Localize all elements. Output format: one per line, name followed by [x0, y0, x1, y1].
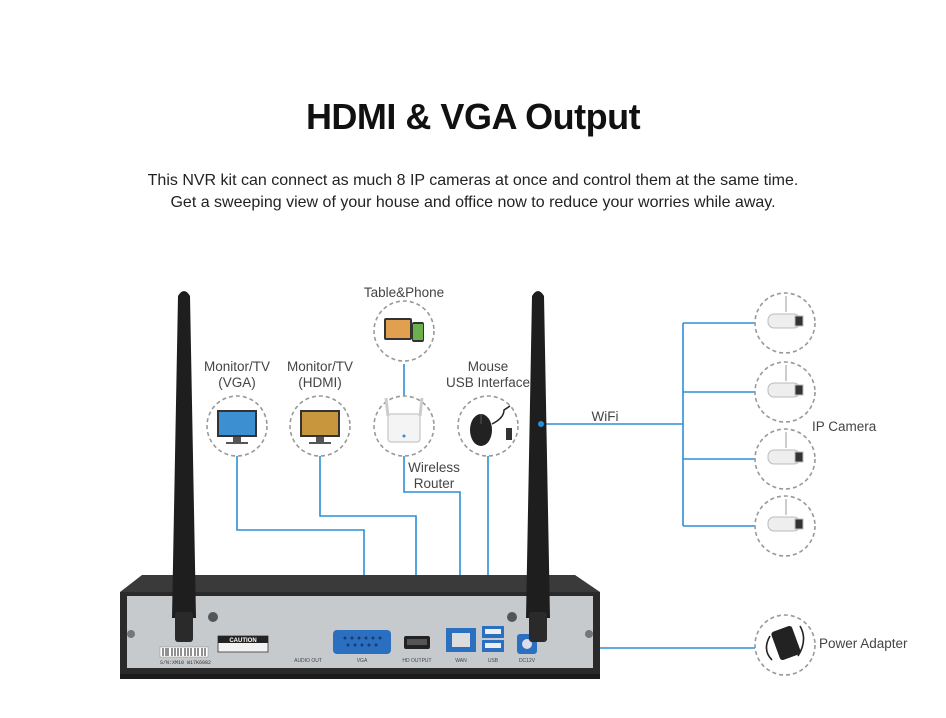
label-power-adapter: Power Adapter	[819, 636, 908, 651]
router-icon	[384, 397, 424, 443]
monitor-hdmi-icon	[300, 410, 340, 444]
monitor-vga-icon	[217, 410, 257, 444]
vga-port	[333, 630, 391, 654]
label-router-2: Router	[413, 476, 455, 491]
port-label-vga: VGA	[357, 658, 368, 664]
camera-icons	[767, 296, 804, 532]
label-wifi: WiFi	[591, 409, 619, 424]
camera-icon-4	[767, 499, 804, 532]
label-monitor-hdmi-1: Monitor/TV	[286, 359, 354, 374]
power-adapter-icon	[765, 625, 805, 661]
label-monitor-hdmi-2: (HDMI)	[298, 375, 342, 390]
serial-sticker	[159, 646, 209, 658]
label-mouse-1: Mouse	[467, 359, 509, 374]
label-tablet-phone: Table&Phone	[363, 285, 445, 300]
camera-icon-1	[767, 296, 804, 329]
camera-icon-3	[767, 432, 804, 465]
port-label-usb: USB	[488, 658, 499, 664]
page-title: HDMI & VGA Output	[305, 96, 641, 137]
port-label-dc: DC12V	[519, 658, 536, 664]
camera-icon-2	[767, 365, 804, 398]
label-ip-camera: IP Camera	[812, 419, 877, 434]
antenna-right	[526, 291, 550, 642]
port-label-hd: HD OUTPUT	[402, 658, 431, 664]
subtitle-line-2: Get a sweeping view of your house and of…	[170, 194, 776, 211]
tablet-phone-icon	[384, 318, 424, 342]
serial-text: S/N:XM10 W17K6082	[160, 660, 211, 666]
label-monitor-vga-1: Monitor/TV	[203, 359, 271, 374]
mouse-icon	[470, 405, 512, 446]
router-wan-cable	[403, 456, 461, 630]
port-label-audio: AUDIO OUT	[294, 658, 322, 664]
label-mouse-2: USB Interface	[445, 375, 531, 390]
hdmi-cable	[319, 456, 417, 630]
subtitle-line-1: This NVR kit can connect as much 8 IP ca…	[147, 172, 799, 189]
caution-text: CAUTION	[229, 638, 256, 644]
port-label-wan: WAN	[455, 658, 467, 664]
label-monitor-vga-2: (VGA)	[218, 375, 256, 390]
label-router-1: Wireless	[408, 460, 460, 475]
nvr-recorder: CAUTION S/N:XM10 W17K6082 AUDIO OUT VGA …	[120, 575, 600, 679]
antenna-left	[172, 291, 196, 642]
